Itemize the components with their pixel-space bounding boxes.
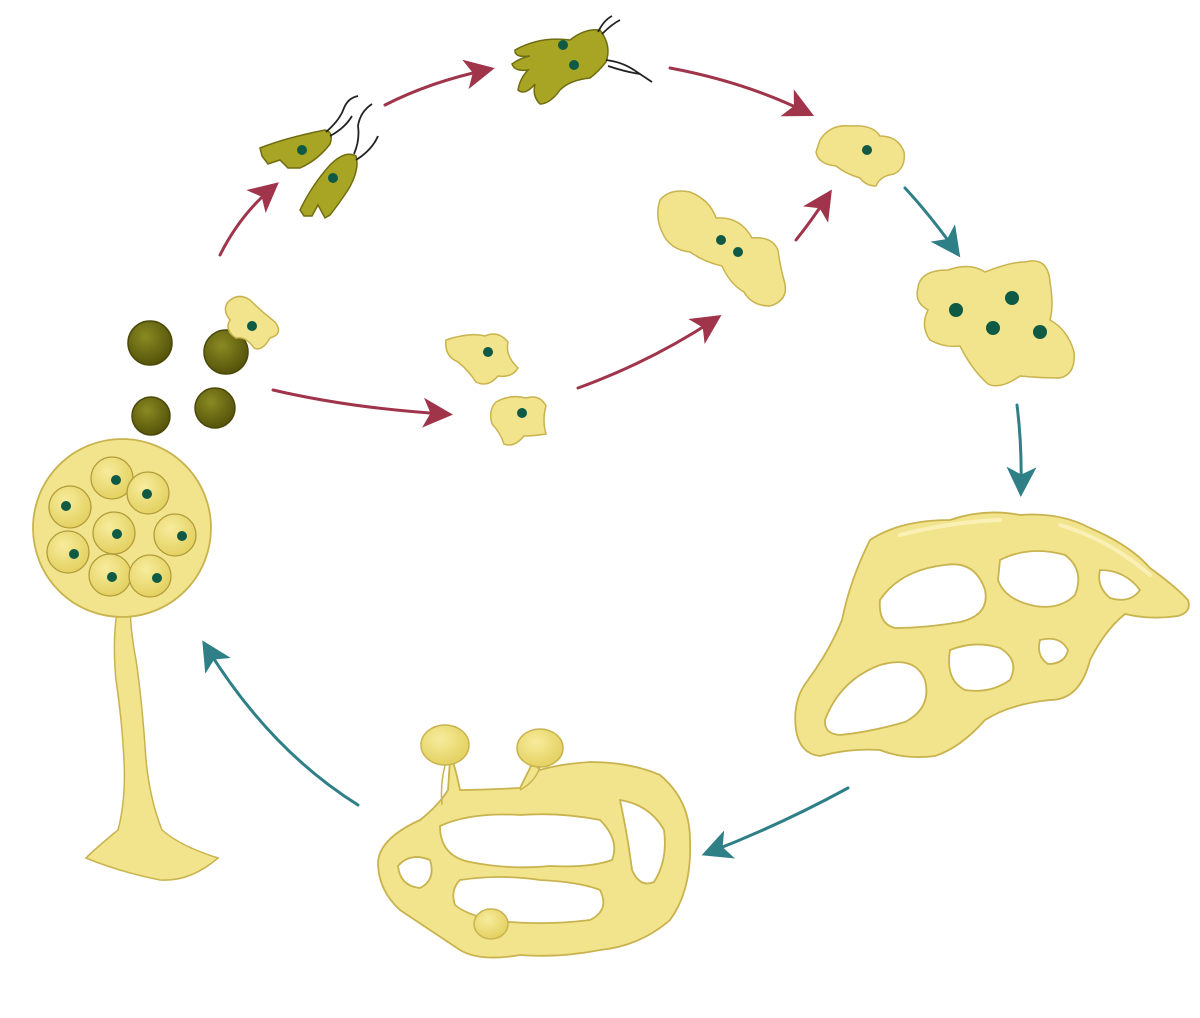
arrow-spore-to-myxamoebae [271,388,453,428]
arrow-swarm-to-gametes [383,59,495,107]
multinucleate-plasmodium [916,260,1075,387]
sporangium-bud [516,728,564,768]
arrow-spore-to-swarm [218,182,279,257]
nucleus [517,408,527,418]
germinating-amoeba [224,295,280,350]
fusing-flagellated-gametes [511,15,653,105]
nucleus [328,173,338,183]
arrow-sporangia-to-sporangium [202,640,360,807]
swarm-cell [299,103,379,220]
spore [194,387,236,429]
mature-plasmodium [794,511,1190,759]
sporangium-bud [473,908,509,940]
nucleus [949,303,963,317]
fusing-amoebae [657,190,787,307]
plasmodium-forming-sporangia [377,724,692,959]
arrow-zygote-to-plasmodium [903,186,961,258]
spores [127,320,249,436]
nucleus [716,235,726,245]
zygote [815,124,906,187]
arrow-myxamoebae-to-fusing [576,315,722,390]
nucleus [558,40,568,50]
nucleus [297,145,307,155]
nucleus [1005,291,1019,305]
sporangium-bud [420,724,470,766]
nucleus [483,347,493,357]
nucleus [986,321,1000,335]
spore [131,396,171,436]
nucleus [1033,325,1047,339]
myxamoeba [489,395,547,446]
sporangium-stalk [84,598,220,881]
spore-nuclei [61,475,187,583]
arrow-fusing-to-zygote [794,189,832,242]
nucleus [247,321,257,331]
diploid-arrows [202,186,1037,859]
nucleus [733,247,743,257]
arrow-plasmodium-to-mature [1006,403,1037,497]
myxamoeba [445,333,519,385]
arrow-gametes-to-zygote [668,66,815,117]
myxamoebae [445,333,547,446]
sporangium [32,438,220,881]
spore [127,320,173,366]
swarm-cells-flagellated [259,95,379,220]
nucleus [862,145,872,155]
haploid-arrows [218,59,832,428]
arrow-mature-to-sporangia [701,786,850,859]
nucleus [569,60,579,70]
swarm-cell [259,95,359,169]
spore [203,329,249,375]
